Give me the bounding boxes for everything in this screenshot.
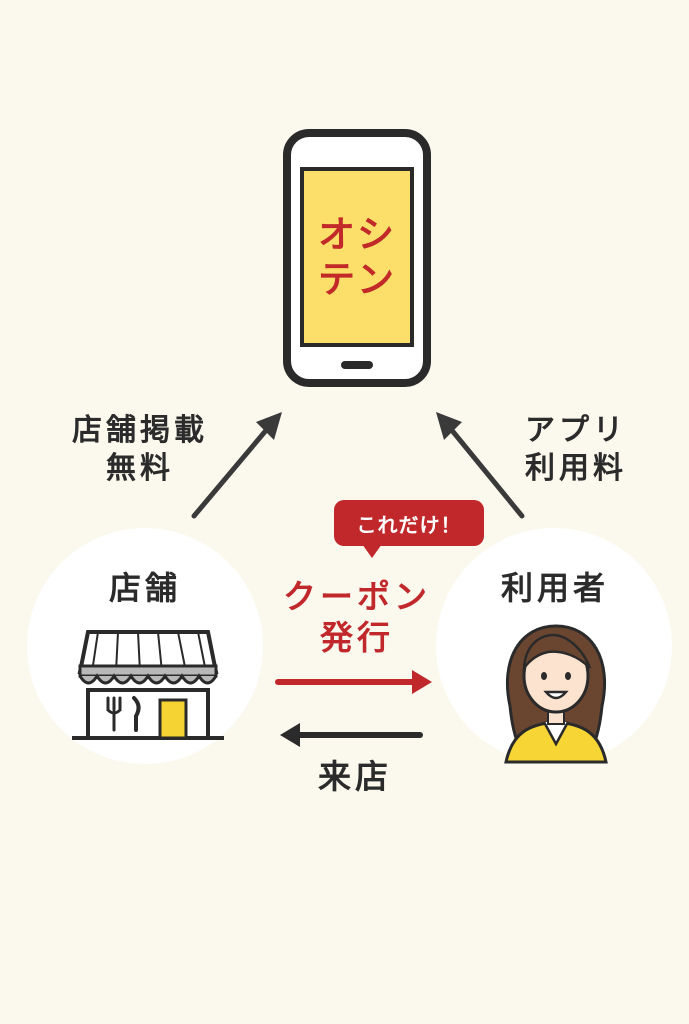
- arrow-up-right-head: [256, 412, 282, 440]
- user-label: 利用者: [500, 569, 609, 607]
- app-name-line2: テン: [318, 258, 396, 301]
- store-label: 店舗: [108, 569, 181, 607]
- coupon-line2: 発行: [320, 618, 394, 658]
- coupon-line1: クーポン: [283, 577, 431, 616]
- home-bar: [341, 361, 373, 369]
- coupon-label: クーポン 発行: [262, 576, 452, 659]
- app-fee-label: アプリ 利用料: [496, 412, 656, 487]
- store-listing-label: 店舗掲載 無料: [40, 412, 240, 487]
- arrow-up-right-icon: [191, 425, 271, 519]
- smartphone-icon: オシ テン: [283, 129, 431, 387]
- only-this-badge: これだけ！: [334, 500, 484, 546]
- user-avatar-icon: [504, 624, 608, 764]
- badge-tail: [362, 544, 382, 558]
- app-fee-line1: アプリ: [525, 413, 627, 448]
- app-fee-line2: 利用料: [525, 450, 627, 486]
- store-listing-line1: 店舗掲載: [72, 413, 208, 448]
- arrow-up-left-head: [436, 412, 462, 440]
- app-screen: オシ テン: [300, 167, 414, 347]
- arrow-up-left-icon: [447, 425, 525, 519]
- app-name-line1: オシ: [318, 212, 396, 256]
- store-icon: [72, 630, 224, 740]
- store-listing-line2: 無料: [106, 450, 174, 486]
- visit-label: 来店: [318, 757, 392, 796]
